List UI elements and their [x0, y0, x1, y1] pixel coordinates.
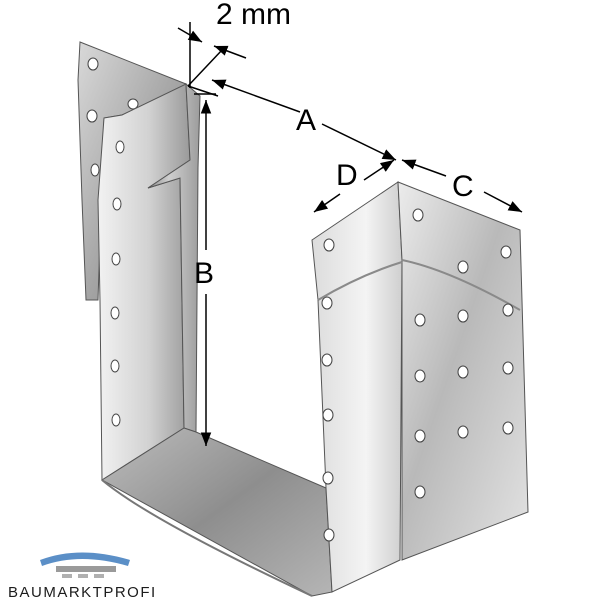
- hole-icon: [502, 303, 514, 317]
- dimension-c-label: C: [452, 170, 474, 203]
- hole-icon: [115, 140, 125, 154]
- dimension-a: [211, 79, 397, 161]
- thickness-label: 2 mm: [216, 0, 291, 31]
- dimension-b: [194, 93, 216, 446]
- hole-icon: [323, 238, 335, 252]
- dimension-arrow-icon: [177, 27, 203, 43]
- dimension-b-label: B: [194, 257, 214, 290]
- brand-logo-text: BAUMARKTPROFI: [8, 584, 157, 600]
- hole-icon: [322, 471, 334, 485]
- hole-icon: [87, 57, 99, 71]
- dimension-arrow-icon: [213, 45, 247, 59]
- hole-icon: [110, 306, 120, 320]
- hole-icon: [457, 309, 469, 323]
- hole-icon: [127, 98, 139, 110]
- hole-icon: [502, 421, 514, 435]
- dimension-arrow-icon: [321, 123, 397, 161]
- hole-icon: [321, 296, 333, 310]
- dimension-arrow-icon: [211, 79, 301, 113]
- hole-icon: [323, 528, 335, 542]
- dimension-a-label: A: [296, 104, 316, 137]
- roof-logo-icon: [40, 552, 130, 578]
- dimension-d-label: D: [336, 159, 358, 192]
- right-side-holes: [321, 238, 335, 542]
- hole-icon: [457, 365, 469, 379]
- hole-icon: [500, 245, 512, 259]
- right-flange-crease: [401, 259, 521, 311]
- hole-icon: [86, 109, 98, 123]
- bottom-bend: [101, 479, 313, 597]
- dimension-c: [401, 159, 523, 213]
- right-flange-holes: [412, 208, 514, 499]
- hole-icon: [110, 359, 120, 373]
- dimension-arrow-icon: [483, 191, 523, 213]
- hole-icon: [112, 197, 122, 211]
- hole-icon: [111, 252, 121, 266]
- hole-icon: [321, 353, 333, 367]
- hole-icon: [414, 313, 426, 327]
- hole-icon: [412, 208, 424, 222]
- hole-icon: [414, 369, 426, 383]
- hole-icon: [414, 485, 426, 499]
- hole-icon: [322, 408, 334, 422]
- dimension-arrow-icon: [401, 159, 447, 177]
- dimension-thickness: [177, 22, 247, 97]
- dimension-arrow-icon: [363, 159, 395, 181]
- hole-icon: [111, 413, 121, 427]
- dimension-d: [313, 159, 395, 213]
- right-flange-crease-shadow: [317, 261, 403, 301]
- hole-icon: [457, 425, 469, 439]
- hole-icon: [457, 260, 469, 274]
- left-flange-holes: [86, 57, 139, 177]
- left-side-holes: [110, 140, 125, 427]
- dimension-arrow-icon: [313, 193, 341, 213]
- hole-icon: [502, 361, 514, 375]
- brand-logo: BAUMARKTPROFI: [8, 552, 157, 600]
- hole-icon: [90, 163, 100, 177]
- hole-icon: [414, 429, 426, 443]
